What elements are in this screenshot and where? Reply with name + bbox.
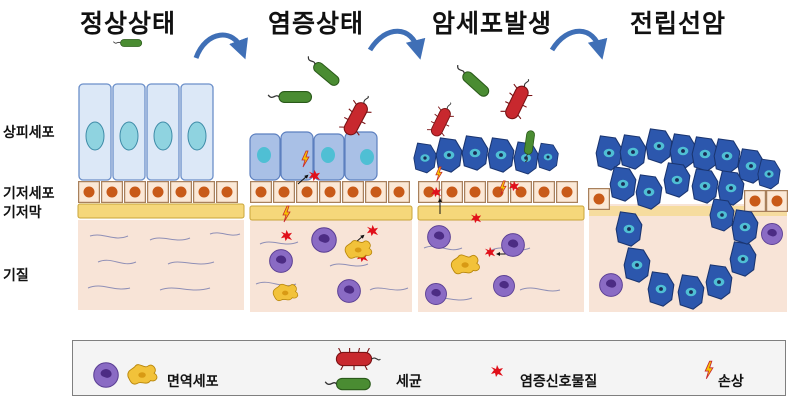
panel-cancer-onset bbox=[413, 62, 585, 312]
legend-immune-cell-label: 면역세포 bbox=[167, 374, 219, 390]
legend-icons bbox=[93, 348, 714, 391]
immune-cell bbox=[311, 227, 337, 253]
stage-title-cancer-onset: 암세포발생 bbox=[432, 9, 553, 38]
legend-immune-cell-icon bbox=[93, 362, 119, 388]
label-stroma: 기질 bbox=[3, 268, 29, 284]
stage-arrow-1 bbox=[193, 32, 248, 60]
stage-title-normal: 정상상태 bbox=[80, 9, 177, 38]
stage-title-prostate-cancer: 전립선암 bbox=[630, 9, 727, 38]
stroma-normal bbox=[78, 220, 244, 310]
legend-bacteria-red-icon bbox=[335, 348, 381, 370]
panel-normal bbox=[77, 39, 245, 310]
legend-inflammatory-signal-label: 염증신호물질 bbox=[520, 374, 598, 390]
stage-arrow-2 bbox=[367, 28, 426, 60]
basal-cells-normal bbox=[78, 181, 238, 203]
label-basement-membrane: 기저막 bbox=[3, 205, 42, 221]
legend-damage-icon bbox=[704, 360, 714, 380]
stage-title-inflamed: 염증상태 bbox=[268, 9, 365, 38]
stage-arrow-3 bbox=[549, 28, 608, 60]
bacteria-icon bbox=[112, 39, 143, 47]
epithelial-cells-inflamed bbox=[249, 131, 378, 181]
panel-prostate-cancer bbox=[588, 128, 788, 312]
legend-box bbox=[72, 340, 786, 396]
legend-damage-label: 손상 bbox=[718, 374, 744, 390]
legend-signal-icon bbox=[491, 365, 503, 377]
legend-bacteria-label: 세균 bbox=[396, 374, 422, 390]
basement-membrane-normal bbox=[77, 203, 245, 219]
stroma-fibers-normal bbox=[87, 232, 241, 291]
label-epithelial: 상피세포 bbox=[3, 125, 55, 141]
legend-bacteria-green-icon bbox=[324, 377, 371, 391]
cancer-cells-onset bbox=[413, 135, 559, 175]
legend-macrophage-icon bbox=[127, 364, 158, 385]
bacteria-icon bbox=[267, 90, 313, 104]
label-basal-cell: 기저세포 bbox=[3, 186, 55, 202]
panel-inflamed bbox=[249, 53, 413, 312]
epithelial-cells-normal bbox=[78, 83, 214, 181]
